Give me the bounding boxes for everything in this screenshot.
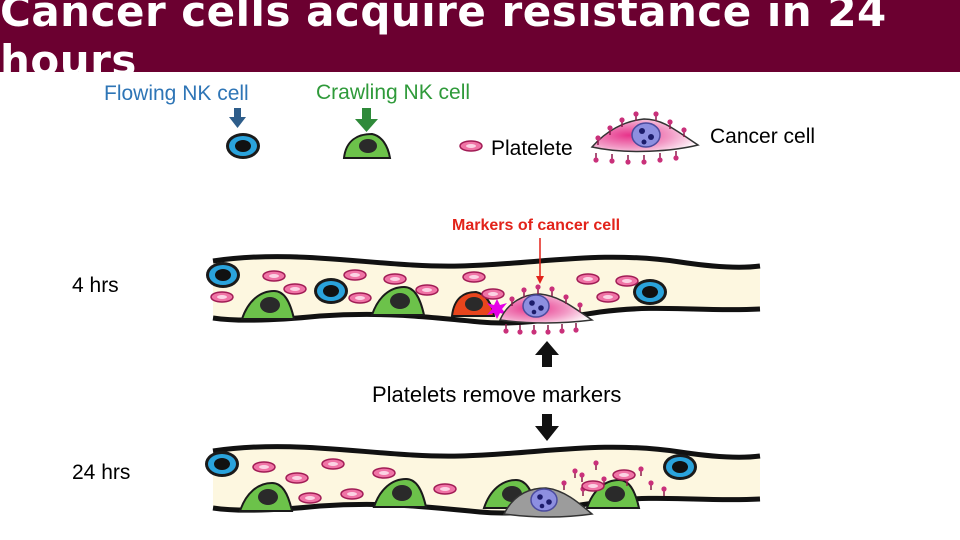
- legend-crawling-nk-arrow: [355, 108, 378, 132]
- platelet: [481, 288, 505, 300]
- title-bar: Cancer cells acquire resistance in 24 ho…: [0, 0, 960, 85]
- platelet: [615, 275, 639, 287]
- flowing-nk-cell-4h-2: [314, 278, 348, 304]
- legend-flowing-nk-arrow: [229, 108, 246, 128]
- platelet: [210, 291, 234, 303]
- legend-flowing-nk-label: Flowing NK cell: [104, 82, 249, 105]
- platelet: [283, 283, 307, 295]
- legend-crawling-nk-label: Crawling NK cell: [316, 81, 471, 104]
- platelet: [343, 269, 367, 281]
- platelet: [285, 472, 309, 484]
- flowing-nk-cell-4h-1: [206, 262, 240, 288]
- page-title: Cancer cells acquire resistance in 24 ho…: [0, 0, 887, 85]
- legend-platelet-label: Platelete: [491, 137, 573, 160]
- platelet: [298, 492, 322, 504]
- resistant-cancer-cell-24h: [502, 487, 594, 518]
- arrow-up-icon: [535, 341, 559, 367]
- platelet: [340, 488, 364, 500]
- legend-crawling-nk-cell-icon: [342, 132, 392, 159]
- platelet: [576, 273, 600, 285]
- platelet: [383, 273, 407, 285]
- platelet: [372, 467, 396, 479]
- markers-annotation: Markers of cancer cell: [452, 217, 621, 234]
- time-label-24hrs: 24 hrs: [72, 461, 131, 484]
- flowing-nk-cell-24h-2: [663, 454, 697, 480]
- platelet: [596, 291, 620, 303]
- flowing-nk-cell-24h-1: [205, 451, 239, 477]
- legend-platelet-icon: [459, 140, 483, 152]
- platelet: [348, 292, 372, 304]
- legend-flowing-nk-cell-icon: [226, 133, 260, 159]
- markers-pointer-arrow: [536, 238, 544, 284]
- platelets-remove-label: Platelets remove markers: [372, 382, 622, 407]
- platelet: [262, 270, 286, 282]
- platelet: [433, 483, 457, 495]
- platelet: [321, 458, 345, 470]
- platelet: [252, 461, 276, 473]
- cancer-cell-4h: [498, 283, 595, 336]
- attack-burst-icon: [487, 299, 507, 319]
- platelet: [581, 480, 605, 492]
- platelet: [462, 271, 486, 283]
- time-label-4hrs: 4 hrs: [72, 274, 119, 297]
- arrow-down-icon: [535, 414, 559, 441]
- legend-cancer-cell-label: Cancer cell: [710, 125, 816, 148]
- platelet: [612, 469, 636, 481]
- legend-cancer-cell-icon: [590, 110, 700, 166]
- platelet: [415, 284, 439, 296]
